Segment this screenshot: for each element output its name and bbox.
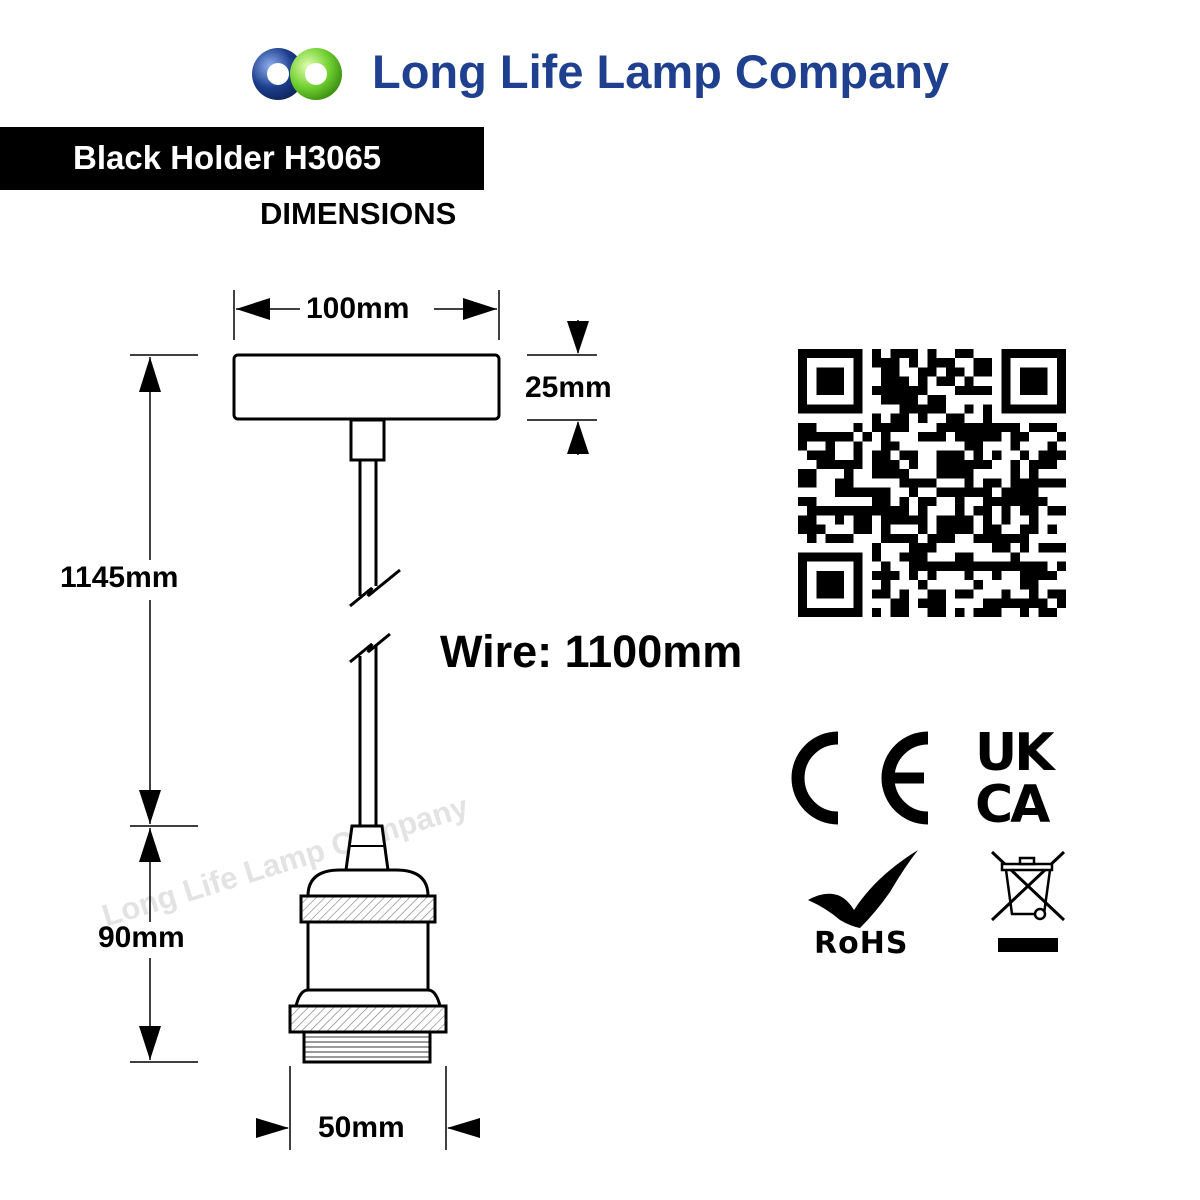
- rohs-label: RoHS: [814, 926, 909, 961]
- ukca-line2: CA: [975, 775, 1050, 835]
- holder-width-dimension-lines: [256, 1066, 480, 1150]
- brand-name: Long Life Lamp Company: [372, 45, 950, 98]
- company-logo-icon: [252, 48, 342, 100]
- holder-height-label: 90mm: [98, 921, 185, 954]
- holder-width-label: 50mm: [318, 1111, 405, 1145]
- rohs-check-icon: [808, 850, 918, 928]
- wire-break-upper: [349, 568, 401, 608]
- product-title: Black Holder H3065: [73, 139, 382, 176]
- dimensions-heading: DIMENSIONS: [260, 196, 457, 231]
- wire-length-label: Wire: 1100mm: [440, 626, 743, 677]
- ceiling-width-label: 100mm: [306, 292, 410, 326]
- width-dimension-lines: [233, 290, 500, 340]
- ce-mark-icon: [791, 731, 929, 825]
- ukca-mark-icon: UK CA: [975, 723, 1081, 835]
- product-title-bar: Black Holder H3065: [0, 127, 484, 190]
- lamp-holder: [288, 824, 448, 1064]
- height-dimension-lines: [527, 320, 597, 455]
- length-dimension-lines: [130, 354, 198, 1063]
- ceiling-rose: [232, 353, 501, 421]
- ukca-line1: UK: [975, 723, 1055, 783]
- ceiling-height-label: 25mm: [525, 371, 612, 405]
- total-length-label: 1145mm: [60, 561, 179, 595]
- qr-code-icon: [798, 349, 1066, 617]
- wire-break-lower: [349, 632, 391, 664]
- weee-bin-icon: [990, 850, 1066, 952]
- rose-connector: [349, 418, 386, 462]
